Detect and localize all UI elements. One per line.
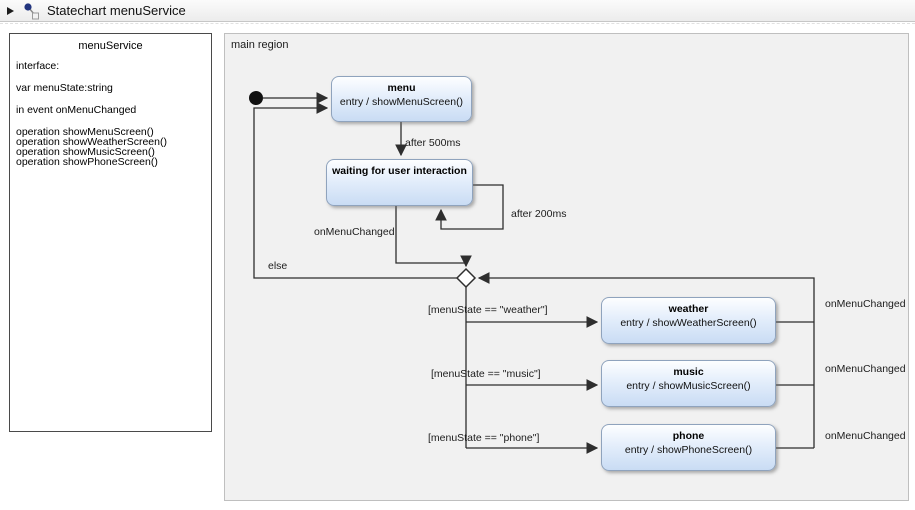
transition-label-after-500ms[interactable]: after 500ms bbox=[405, 137, 461, 149]
interface-line: interface: bbox=[16, 60, 60, 72]
transition-guard-music[interactable]: [menuState == "music"] bbox=[431, 368, 541, 380]
state-weather[interactable]: weather entry / showWeatherScreen() bbox=[601, 297, 776, 344]
interface-line: in event onMenuChanged bbox=[16, 104, 137, 116]
state-title: phone bbox=[672, 430, 705, 442]
interface-line: var menuState:string bbox=[16, 82, 113, 94]
transition-label-after-200ms[interactable]: after 200ms bbox=[511, 208, 567, 220]
main-region-canvas[interactable]: main region bbox=[224, 33, 909, 501]
state-music[interactable]: music entry / showMusicScreen() bbox=[601, 360, 776, 407]
interface-line: operation showMenuScreen() bbox=[16, 126, 154, 138]
transition-waiting-self[interactable] bbox=[435, 184, 504, 230]
transition-label-else[interactable]: else bbox=[268, 260, 288, 272]
interface-specification-panel[interactable]: menuService interface: var menuState:str… bbox=[9, 33, 212, 432]
region-label: main region bbox=[231, 39, 289, 51]
interface-title: menuService bbox=[78, 40, 143, 52]
transition-else-to-menu[interactable] bbox=[253, 102, 458, 279]
collapse-caret-icon[interactable] bbox=[7, 6, 14, 15]
interface-line: operation showWeatherScreen() bbox=[16, 136, 167, 148]
state-waiting-for-user-interaction[interactable]: waiting for user interaction bbox=[326, 159, 473, 206]
state-entry-action: entry / showPhoneScreen() bbox=[624, 444, 753, 456]
state-title: music bbox=[673, 366, 704, 378]
header-bar: Statechart menuService bbox=[0, 0, 915, 22]
interface-line: operation showMusicScreen() bbox=[16, 146, 155, 158]
transition-label-onmenuchanged[interactable]: onMenuChanged bbox=[314, 226, 395, 238]
transition-waiting-to-choice[interactable] bbox=[395, 206, 472, 268]
state-title: menu bbox=[387, 82, 416, 94]
transition-return-bus-to-choice[interactable] bbox=[477, 272, 815, 448]
transition-wires bbox=[249, 91, 815, 454]
transition-label-return-music[interactable]: onMenuChanged bbox=[825, 363, 906, 375]
header-divider bbox=[0, 23, 915, 24]
state-entry-action: entry / showWeatherScreen() bbox=[620, 317, 757, 329]
interface-line: operation showPhoneScreen() bbox=[16, 156, 158, 168]
state-title: waiting for user interaction bbox=[332, 165, 467, 177]
transition-guard-weather[interactable]: [menuState == "weather"] bbox=[428, 304, 548, 316]
state-title: weather bbox=[668, 303, 709, 315]
statechart-icon bbox=[24, 2, 39, 19]
choice-node[interactable] bbox=[455, 267, 477, 289]
initial-state-node[interactable] bbox=[249, 91, 263, 105]
transition-label-return-phone[interactable]: onMenuChanged bbox=[825, 430, 906, 442]
statechart-title: Statechart menuService bbox=[47, 3, 186, 18]
transition-label-return-weather[interactable]: onMenuChanged bbox=[825, 298, 906, 310]
state-entry-action: entry / showMenuScreen() bbox=[339, 96, 464, 108]
state-entry-action: entry / showMusicScreen() bbox=[626, 380, 751, 392]
state-menu[interactable]: menu entry / showMenuScreen() bbox=[331, 76, 472, 122]
state-phone[interactable]: phone entry / showPhoneScreen() bbox=[601, 424, 776, 471]
transition-guard-phone[interactable]: [menuState == "phone"] bbox=[428, 432, 540, 444]
